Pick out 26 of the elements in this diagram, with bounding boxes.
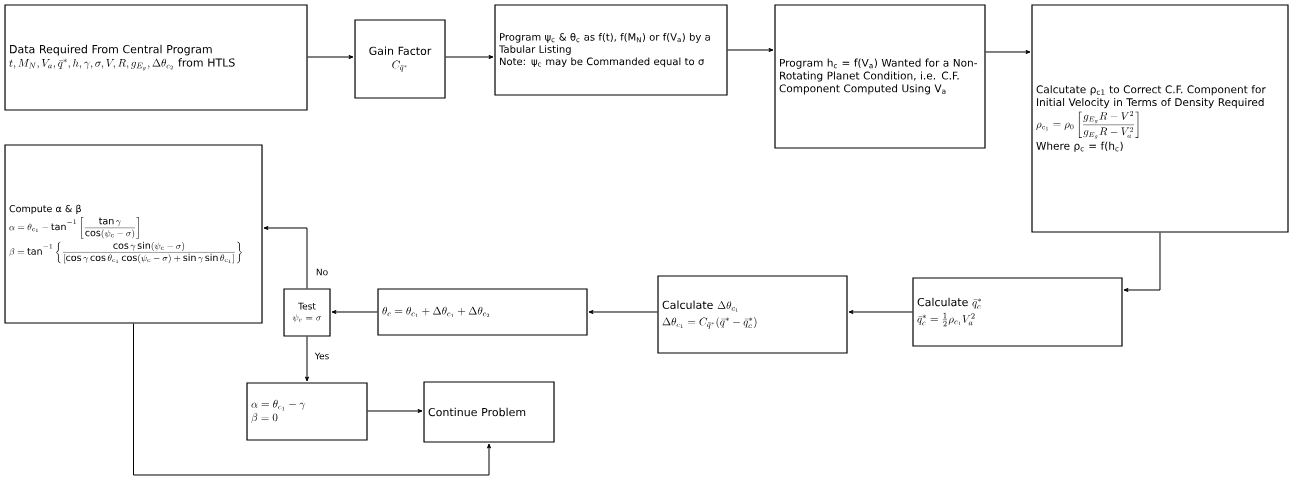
process-box: Calculate $\bar{q}_c^*$ $\bar{q}_c^*=\tfrac{1}{2}\rho_{c_1}V_a^2$ [912, 277, 1123, 347]
process-box: Gain Factor $C_{\bar{q}^*}$ [354, 19, 446, 99]
edge-label: No [314, 267, 330, 277]
arrow [133, 323, 491, 476]
arrow [307, 55, 354, 59]
process-box: Program ψ$_{c}$ & θ$_{c}$ as f(t), f(M$_{N}$) or f(V$_{a}$) by a Tabular Listing Note: ψ$_{c}$ may be Commanded equal to σ [494, 4, 728, 96]
process-box: $\theta_c=\theta_{c_1}+\Delta\theta_{c_1}+\Delta\theta_{c_2}$ [377, 288, 588, 336]
arrow [985, 50, 1031, 54]
arrow [263, 226, 308, 289]
arrow [367, 409, 423, 413]
process-box: Compute α & β $\alpha=\theta_{c_1}-\tan^{-1}\left[\frac{\tan\gamma}{\cos(\psi_c-\sigma)}\right]$ $\beta=\tan^{-1}\left\{\frac{\cos\gamma\sin(\psi_c-\sigma)}{[\cos\gamma\cos\theta_{c_1}\cos(\psi_c-\sigma)+\sin\gamma\sin\theta_{c_1}]}\right\}$ [4, 144, 263, 324]
arrow [305, 336, 309, 382]
arrow [727, 48, 774, 52]
arrow [848, 310, 913, 314]
decision-box: Test $\psi_c=\sigma$ [283, 288, 331, 337]
process-box: Program h$_{c}$ = f(V$_{a}$) Wanted for a Non-Rotating Planet Condition, i.e. C.F. Component Computed Using V$_{a}$ [774, 4, 986, 149]
process-box: Data Required From Central Program $t, M_N, V_a, \bar{q}^*, h, \gamma, \sigma, V, R, g_{E_g}, \Delta\theta_{c_2}$ from HTLS [4, 4, 308, 111]
process-box: Continue Problem [423, 381, 555, 443]
arrow [331, 310, 378, 314]
arrow [1123, 232, 1161, 292]
arrow [588, 310, 658, 314]
arrow [445, 55, 494, 59]
process-box: Calcutate ρ$_{c1}$ to Correct C.F. Component for Initial Velocity in Terms of Density Required $\rho_{c_1}=\rho_0\left[\frac{g_{E_g}R-V^2}{g_{E_g}R-V_a^2}\right]$ Where ρ$_{c}$ = f(h$_{c}$) [1031, 4, 1289, 233]
process-box: $\alpha=\theta_{c_1}-\gamma$ $\beta=0$ [246, 382, 368, 441]
edge-label: Yes [313, 351, 331, 361]
process-box: Calculate $\Delta\theta_{c_1}$ $\Delta\theta_{c_1}=C_{\bar{q}^*}(\bar{q}^*-\bar{q}_c^*)$ [657, 275, 848, 354]
